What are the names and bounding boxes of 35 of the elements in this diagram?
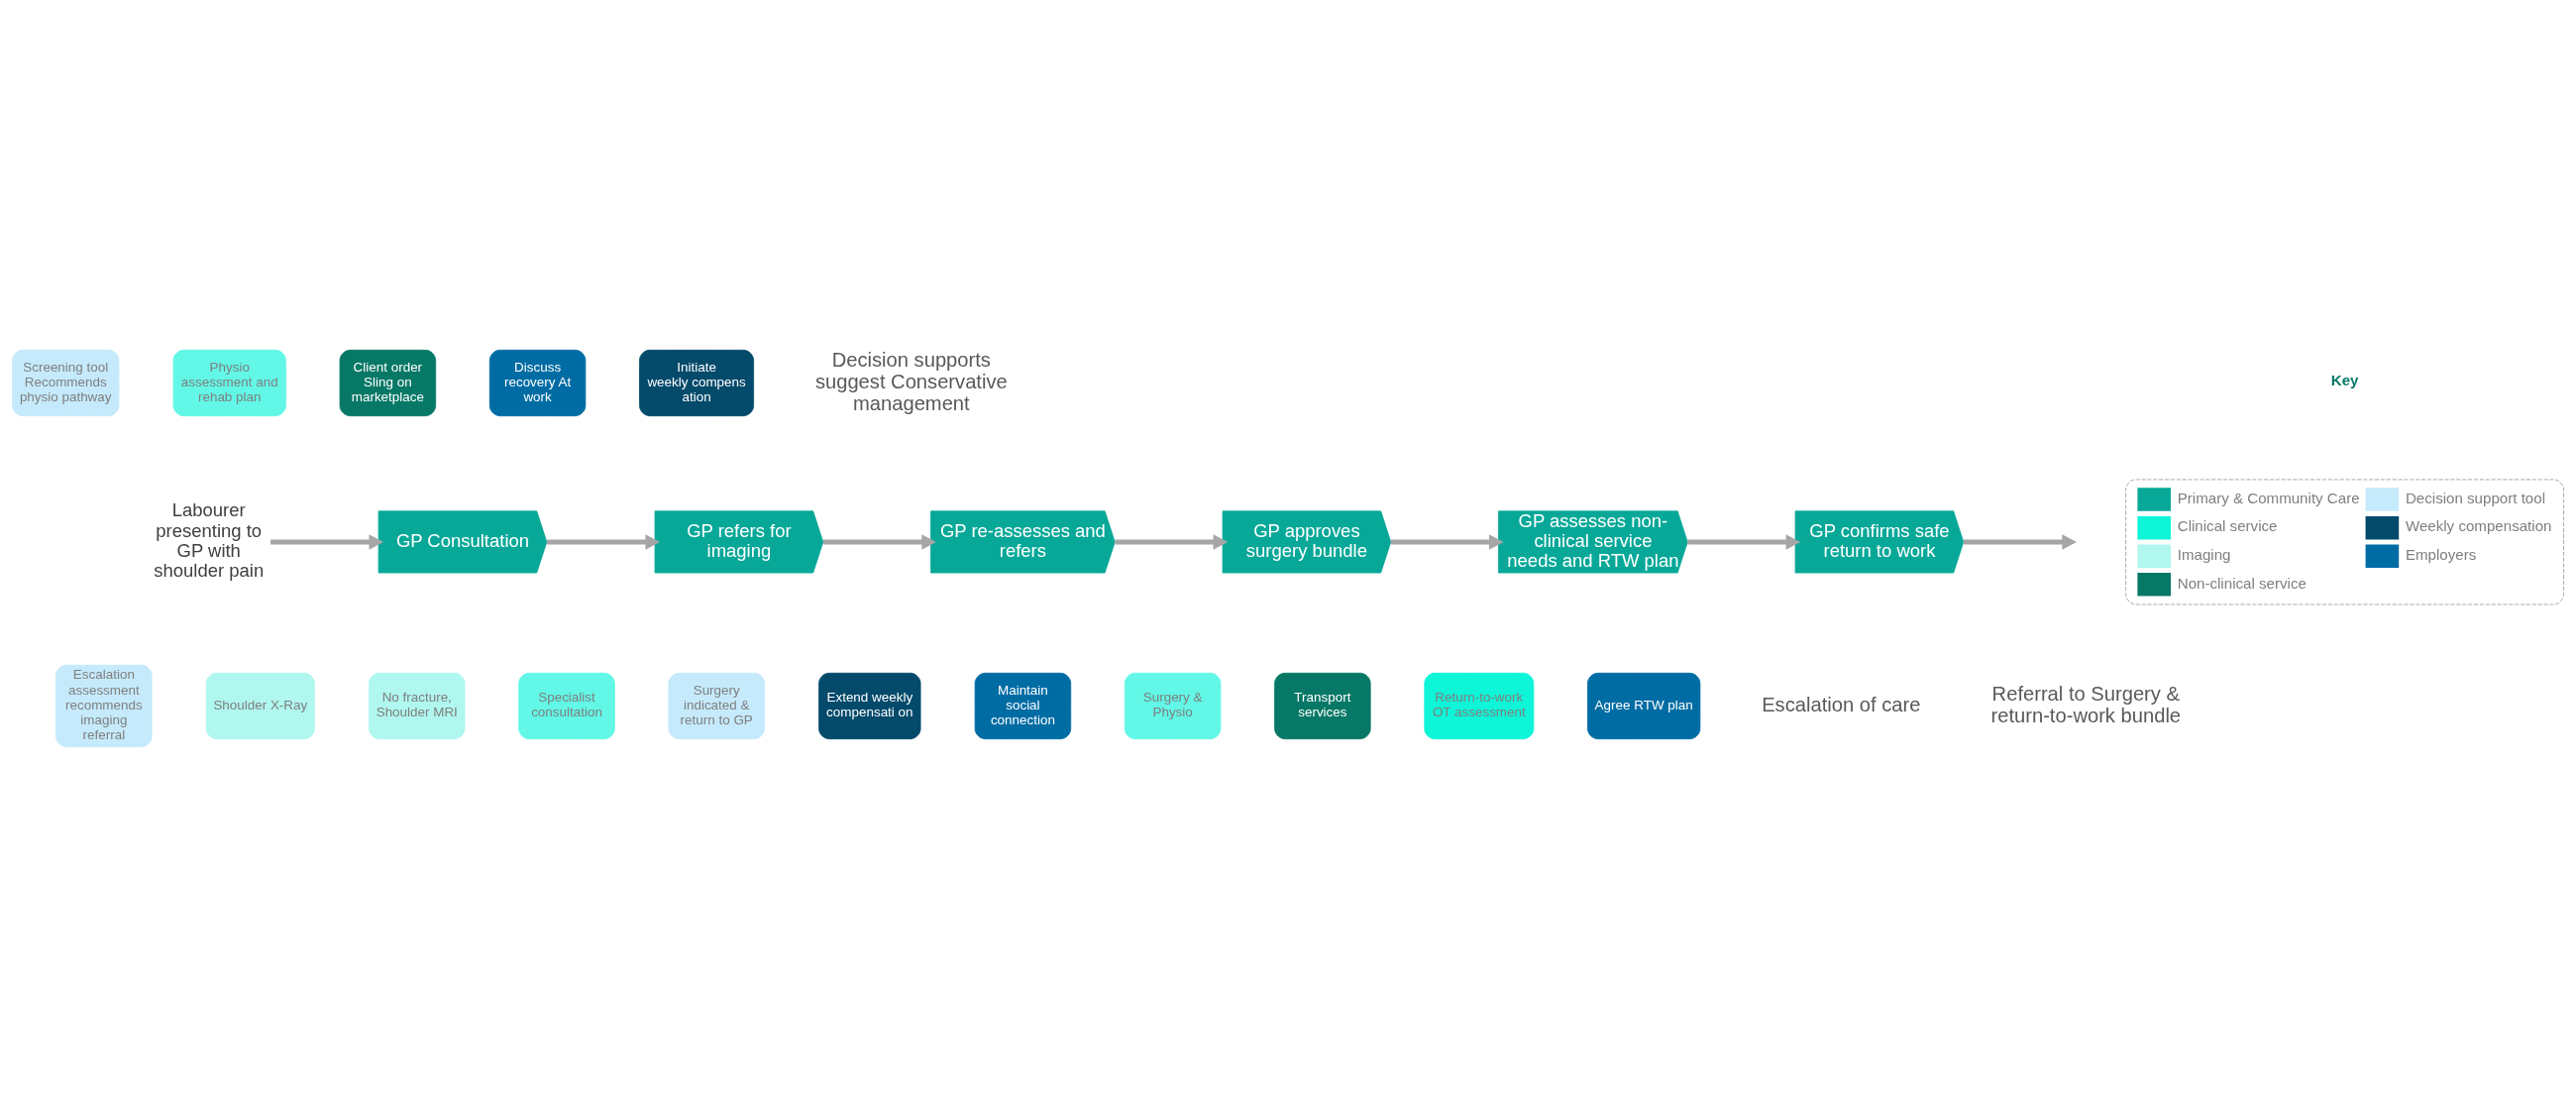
node-box: Surgery & Physio xyxy=(1124,672,1222,740)
node-box: Agree RTW plan xyxy=(1587,672,1701,740)
legend-label: Primary & Community Care xyxy=(2177,489,2360,506)
node-box: Client order Sling on marketplace xyxy=(339,349,437,417)
node-box: Return-to-work OT assessment xyxy=(1424,672,1535,740)
legend-label: Imaging xyxy=(2177,545,2231,563)
node-text: Labourer presenting to GP with shoulder pain xyxy=(154,499,265,581)
arrow xyxy=(1115,534,1229,550)
legend-label: Decision support tool xyxy=(2405,489,2546,506)
arrow xyxy=(1390,534,1504,550)
node-box: Physio assessment and rehab plan xyxy=(172,349,286,417)
node-box: Shoulder X-Ray xyxy=(205,672,315,740)
arrow xyxy=(1963,534,2077,550)
node-box: Extend weekly compensati on xyxy=(818,672,921,740)
legend-label: Non-clinical service xyxy=(2177,574,2307,592)
node-box: Discuss recovery At work xyxy=(488,349,587,417)
node-box: Specialist consultation xyxy=(518,672,615,740)
node-box: Initiate weekly compens ation xyxy=(639,349,755,417)
label: Decision supports suggest Conservative management xyxy=(814,348,1008,414)
node-box: Transport services xyxy=(1274,672,1371,740)
label: Escalation of care xyxy=(1762,693,1921,715)
legend-label: Weekly compensation xyxy=(2405,517,2552,535)
node-box: Maintain social connection xyxy=(974,672,1072,740)
label: Referral to Surgery & return-to-work bundle xyxy=(1990,682,2182,726)
node-box: Escalation assessment recommends imaging referral xyxy=(55,664,153,748)
node-box: Screening tool Recommends physio pathway xyxy=(12,349,120,417)
legend-label: Clinical service xyxy=(2177,517,2278,535)
arrow xyxy=(1687,534,1801,550)
legend-label: Employers xyxy=(2405,545,2477,563)
label: Key xyxy=(2330,372,2359,389)
arrow xyxy=(270,534,384,550)
arrow xyxy=(546,534,661,550)
node-box: Surgery indicated & return to GP xyxy=(668,672,765,740)
node-box: No fracture, Shoulder MRI xyxy=(369,672,466,740)
arrow xyxy=(822,534,936,550)
